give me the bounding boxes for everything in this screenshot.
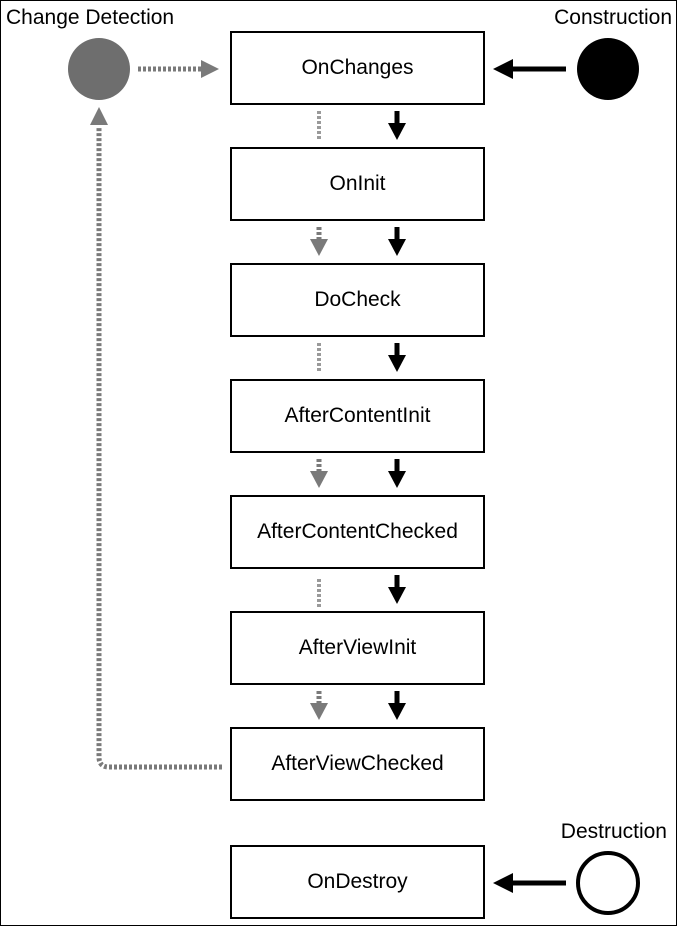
dotted-arrow-2 [310,227,328,256]
change-detection-node [68,38,130,100]
destruction-label: Destruction [560,820,667,843]
construction-node [577,38,639,100]
destruction-to-ondestroy-arrow [493,873,566,893]
hook-aftercontentchecked: AfterContentChecked [230,495,485,569]
solid-arrow-6 [388,691,406,720]
hook-ondestroy: OnDestroy [230,845,485,919]
change-detection-to-onchanges-arrow [138,60,219,78]
hook-oninit: OnInit [230,147,485,221]
hook-afterviewinit: AfterViewInit [230,611,485,685]
solid-arrow-4 [388,459,406,488]
solid-arrow-3 [388,343,406,372]
solid-arrow-5 [388,575,406,604]
solid-arrow-2 [388,227,406,256]
construction-to-onchanges-arrow [493,59,566,79]
hook-aftercontentinit: AfterContentInit [230,379,485,453]
afterviewchecked-to-change-detection-loop [90,107,222,770]
change-detection-label: Change Detection [6,6,175,29]
dotted-arrow-6 [310,691,328,720]
destruction-node [576,851,640,915]
hook-afterviewchecked: AfterViewChecked [230,727,485,801]
dotted-arrow-4 [310,459,328,488]
hook-docheck: DoCheck [230,263,485,337]
solid-arrow-1 [388,111,406,140]
construction-label: Construction [554,6,672,29]
hook-onchanges: OnChanges [230,31,485,105]
